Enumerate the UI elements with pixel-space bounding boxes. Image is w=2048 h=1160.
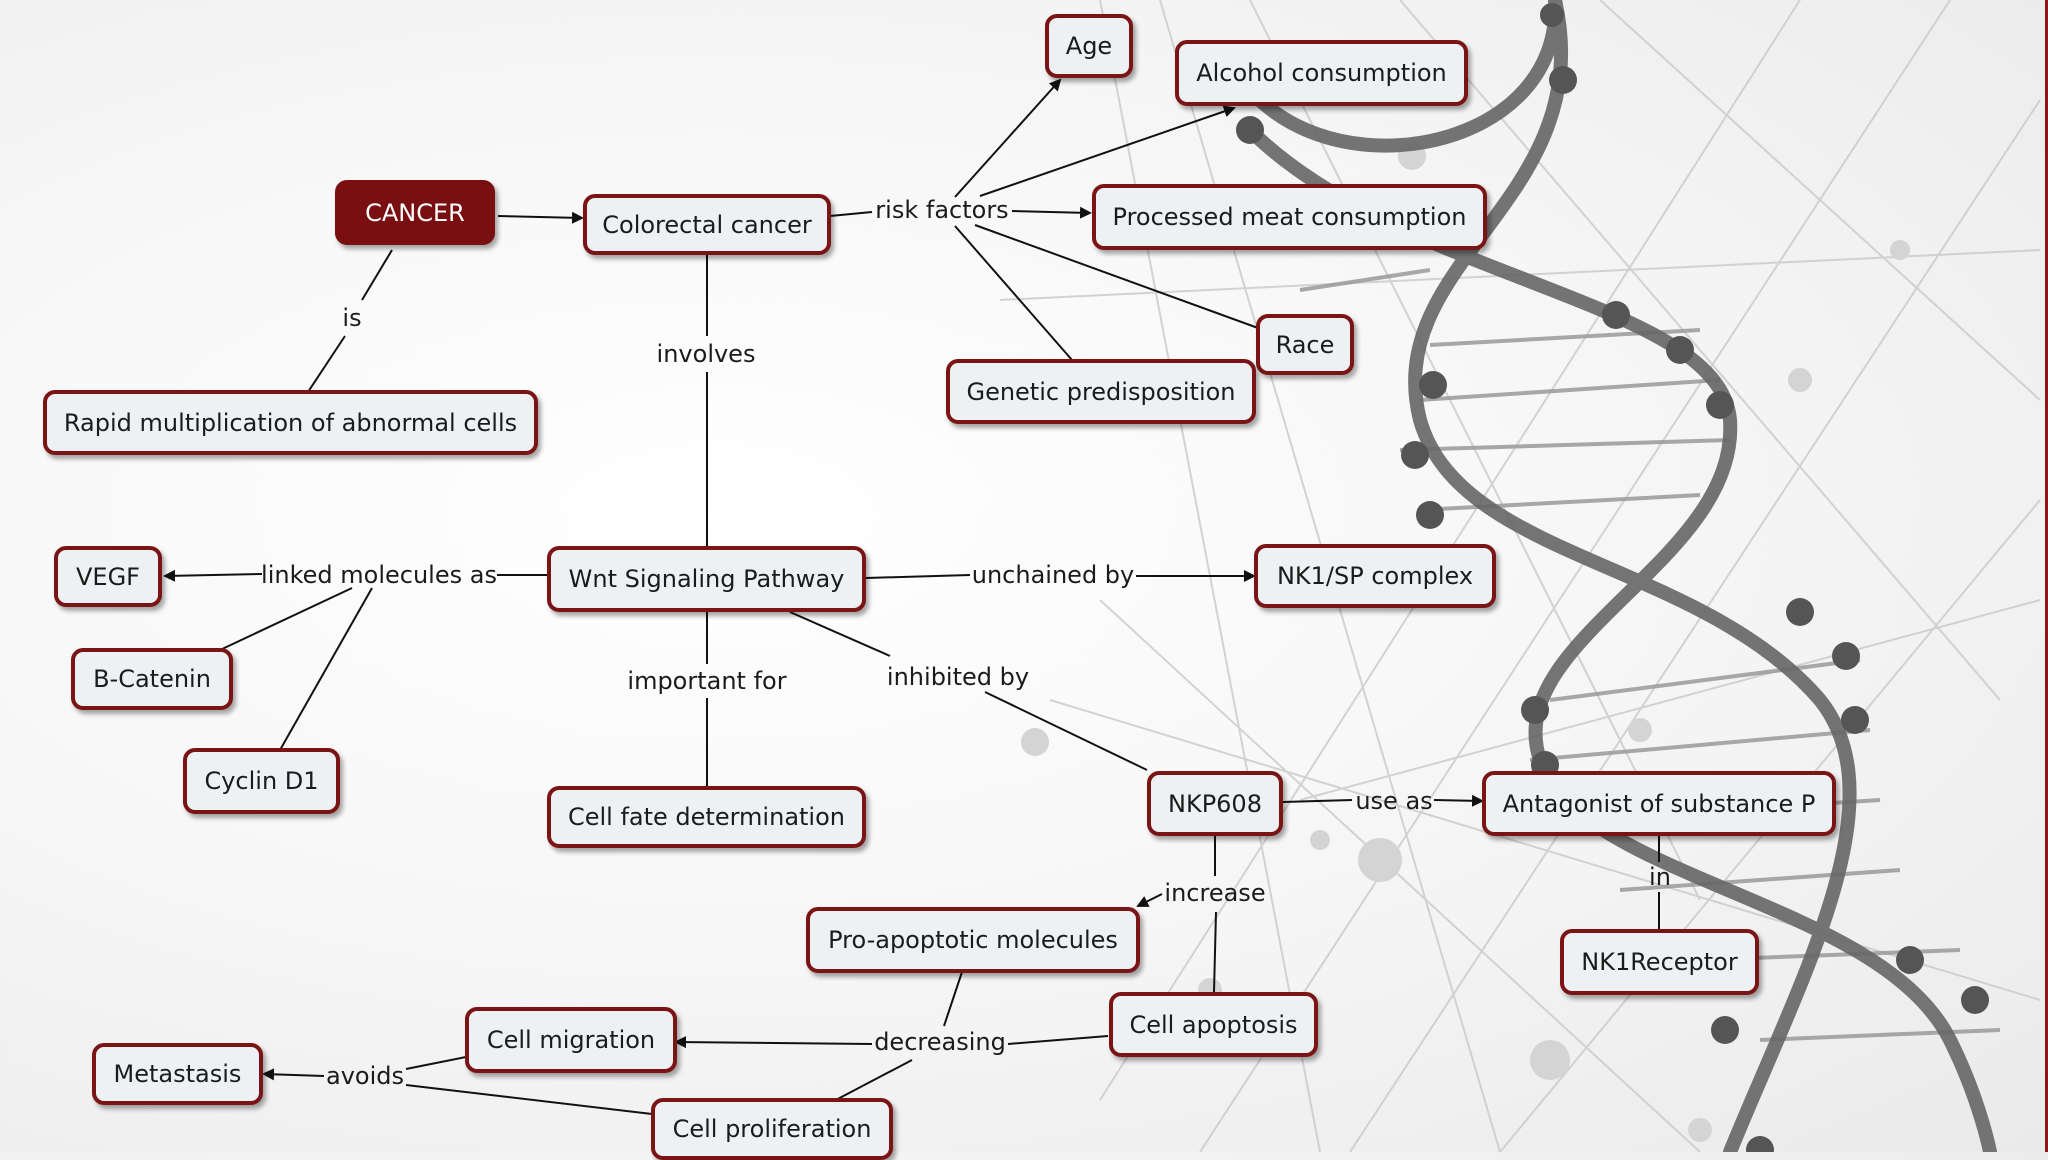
edge-linked-cyclin <box>279 587 373 751</box>
link-label-important-for: important for <box>627 667 787 695</box>
node-cell-fate-determination[interactable]: Cell fate determination <box>547 786 866 848</box>
edge-decreasing-migration <box>674 1036 873 1049</box>
link-label-inhibited-by: inhibited by <box>886 663 1030 691</box>
node-cancer[interactable]: CANCER <box>335 180 495 245</box>
node-genetic-predisposition[interactable]: Genetic predisposition <box>946 359 1256 424</box>
edge-decreasing-proliferation <box>831 1059 913 1103</box>
node-race[interactable]: Race <box>1256 314 1354 375</box>
node-metastasis[interactable]: Metastasis <box>92 1043 263 1105</box>
edge-increase-proapop <box>1136 893 1163 907</box>
link-label-in: in <box>1649 863 1671 891</box>
link-label-increase: increase <box>1164 879 1266 907</box>
link-label-linked-molecules-as: linked molecules as <box>261 561 497 589</box>
node-vegf[interactable]: VEGF <box>54 546 162 607</box>
node-rapid-multiplication[interactable]: Rapid multiplication of abnormal cells <box>43 390 538 455</box>
node-nk1-receptor[interactable]: NK1Receptor <box>1560 929 1759 995</box>
node-cyclin-d1[interactable]: Cyclin D1 <box>183 748 340 814</box>
node-age[interactable]: Age <box>1045 14 1133 78</box>
edge-cancer-colorectal <box>497 211 584 224</box>
node-wnt-signaling-pathway[interactable]: Wnt Signaling Pathway <box>547 546 866 612</box>
node-processed-meat[interactable]: Processed meat consumption <box>1092 184 1487 250</box>
link-label-decreasing: decreasing <box>874 1028 1006 1056</box>
edge-is-rapid <box>307 335 346 393</box>
edge-apoptosis-increase <box>1213 911 1217 993</box>
node-cell-migration[interactable]: Cell migration <box>465 1007 677 1073</box>
node-antagonist-substance-p[interactable]: Antagonist of substance P <box>1482 771 1836 836</box>
node-pro-apoptotic-molecules[interactable]: Pro-apoptotic molecules <box>806 907 1140 973</box>
edge-linked-bcatenin <box>219 587 353 651</box>
node-cell-apoptosis[interactable]: Cell apoptosis <box>1109 992 1318 1057</box>
edge-wnt-unchained <box>865 574 971 579</box>
node-alcohol-consumption[interactable]: Alcohol consumption <box>1175 40 1468 106</box>
edge-risk-alcohol <box>979 105 1236 197</box>
edge-inhibited-nkp608 <box>984 691 1148 771</box>
edge-proliferation-avoids <box>405 1084 653 1115</box>
edge-avoids-metastasis <box>262 1068 325 1081</box>
node-cell-proliferation[interactable]: Cell proliferation <box>651 1098 893 1160</box>
link-label-use-as: use as <box>1355 787 1433 815</box>
edge-proapop-decreasing <box>943 971 963 1027</box>
edge-wnt-inhibited <box>789 611 891 657</box>
edge-risk-age <box>954 78 1062 198</box>
edge-nkp608-useas <box>1282 799 1353 803</box>
edge-risk-meat <box>1011 206 1092 219</box>
edge-apoptosis-decreasing <box>1007 1035 1109 1045</box>
edge-linked-vegf <box>163 569 263 582</box>
link-label-avoids: avoids <box>326 1062 404 1090</box>
edge-migration-avoids <box>405 1056 467 1070</box>
edge-cancer-is <box>361 249 393 301</box>
link-label-is: is <box>342 304 362 332</box>
node-b-catenin[interactable]: B-Catenin <box>71 648 233 710</box>
edge-risk-genetic <box>954 225 1073 361</box>
link-label-unchained-by: unchained by <box>971 561 1135 589</box>
edge-colorectal-risk <box>829 211 873 217</box>
link-label-involves: involves <box>656 340 756 368</box>
edge-risk-race <box>974 224 1259 329</box>
node-nkp608[interactable]: NKP608 <box>1147 771 1283 836</box>
edge-useas-antagonist <box>1433 794 1484 807</box>
node-nk1-sp-complex[interactable]: NK1/SP complex <box>1254 544 1496 608</box>
right-edge-accent-line <box>2045 0 2048 1152</box>
node-colorectal-cancer[interactable]: Colorectal cancer <box>583 194 831 255</box>
link-label-risk-factors: risk factors <box>875 196 1009 224</box>
